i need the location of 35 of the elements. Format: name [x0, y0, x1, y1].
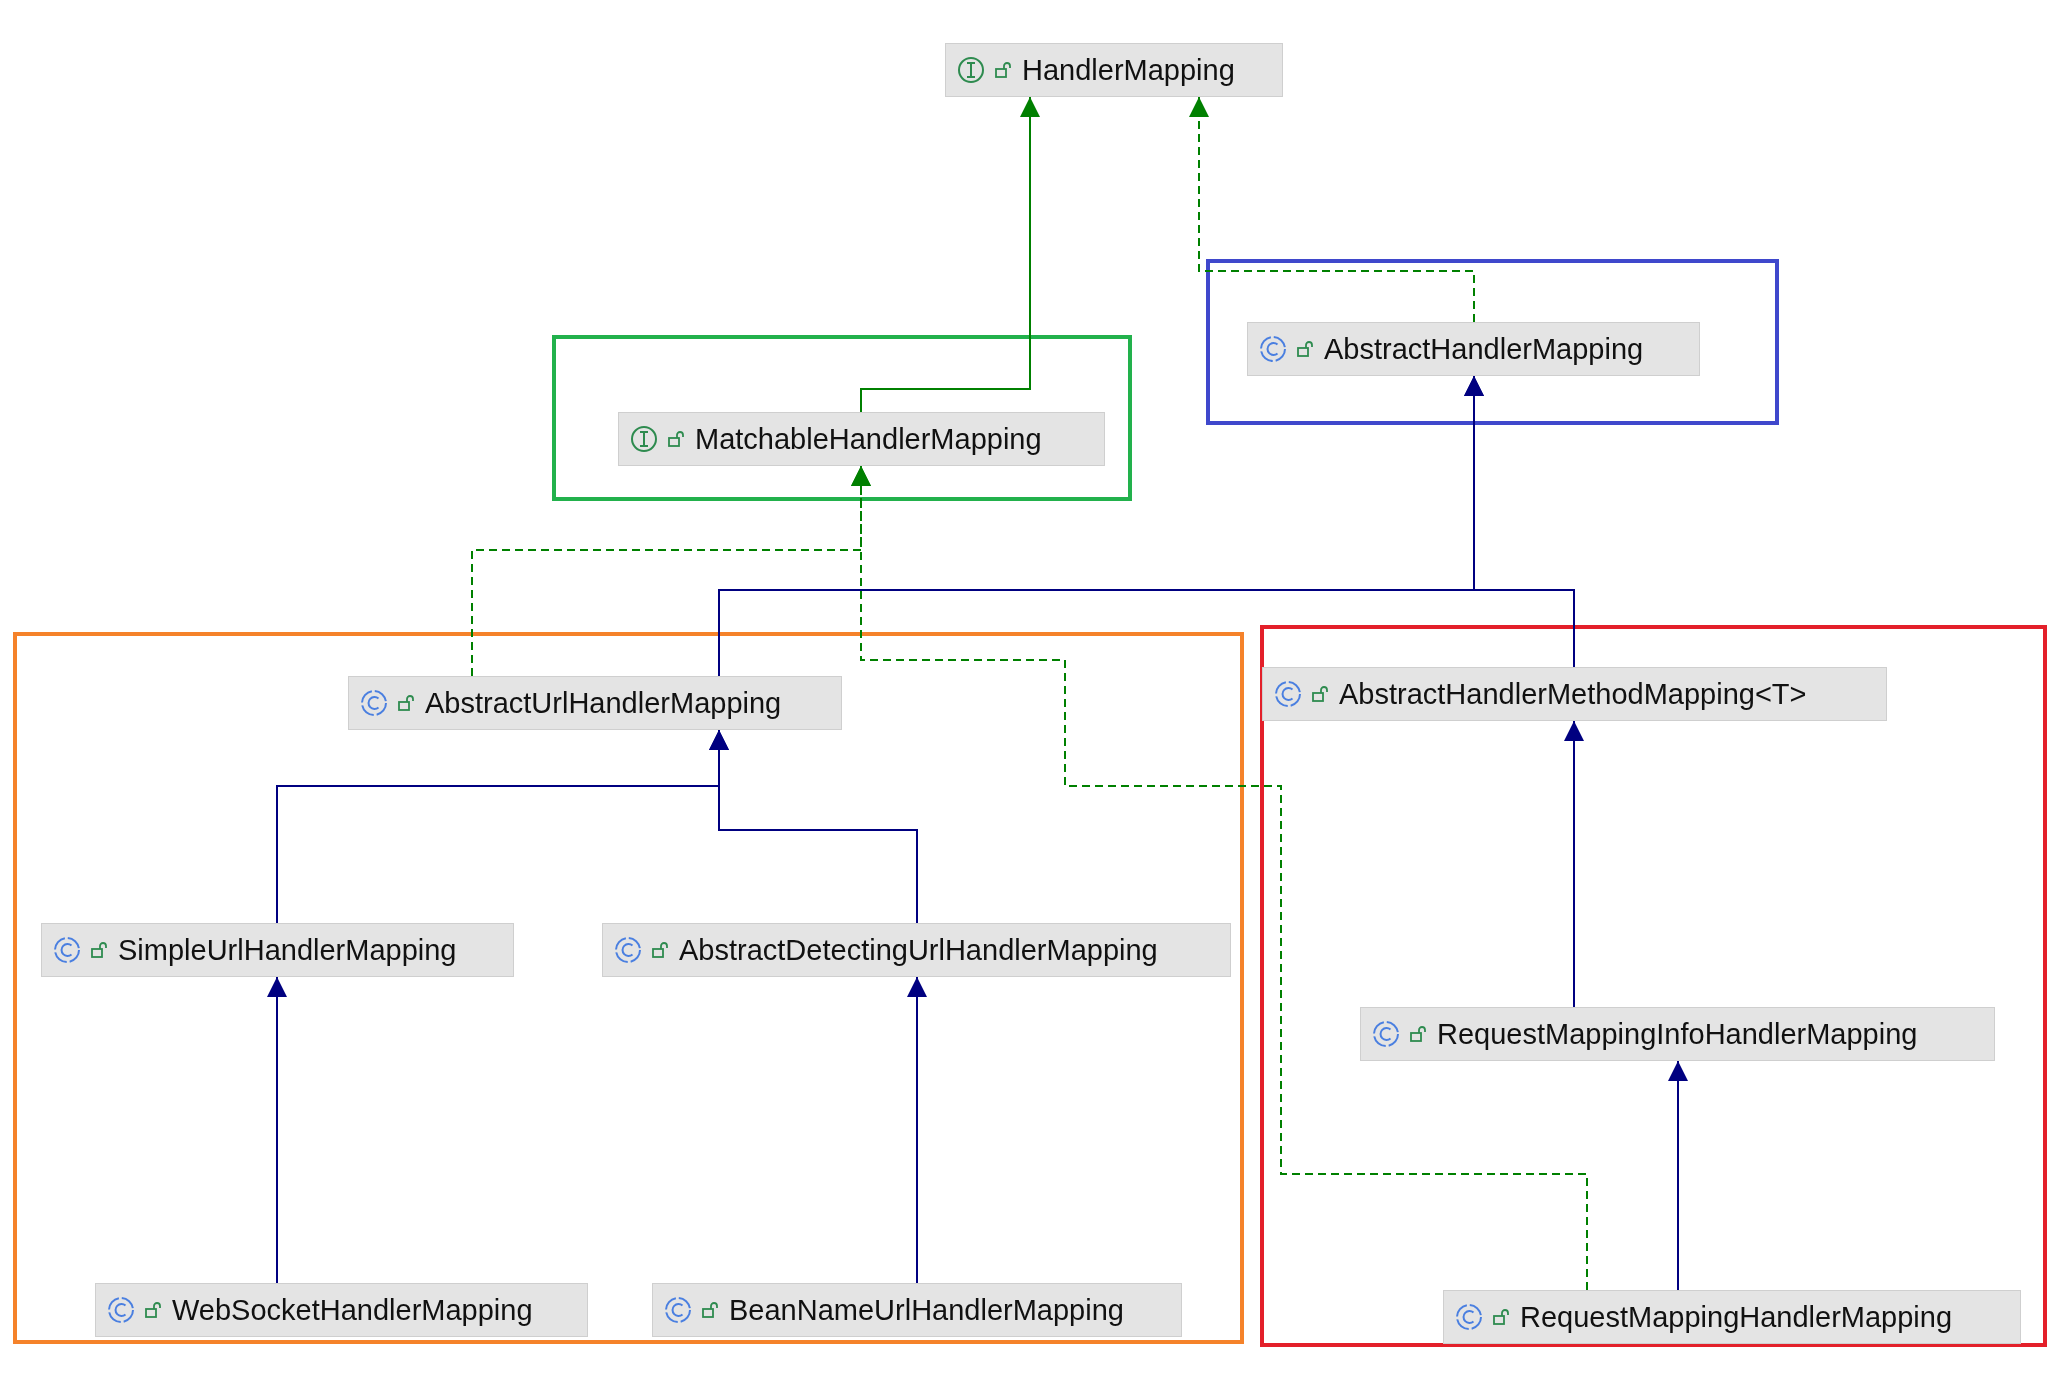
- class-name: AbstractUrlHandlerMapping: [425, 686, 782, 720]
- arrow: [907, 976, 927, 1284]
- group-frame: [1206, 259, 1779, 425]
- group-frame: [552, 335, 1132, 501]
- interface-box: [618, 412, 1105, 466]
- class-box: [348, 676, 842, 730]
- class-name: AbstractDetectingUrlHandlerMapping: [679, 933, 1158, 967]
- class-box: [602, 923, 1231, 977]
- class-box: [1443, 1290, 2021, 1344]
- group-frame: [1260, 625, 2047, 1347]
- class-box: [1360, 1007, 1995, 1061]
- class-box: [652, 1283, 1182, 1337]
- arrow: [1668, 1060, 1688, 1291]
- class-name: AbstractHandlerMapping: [1324, 332, 1644, 366]
- class-name: RequestMappingInfoHandlerMapping: [1437, 1017, 1918, 1051]
- arrow: [267, 976, 287, 1284]
- class-name: WebSocketHandlerMapping: [172, 1293, 533, 1327]
- class-name: RequestMappingHandlerMapping: [1520, 1300, 1953, 1334]
- class-box: [95, 1283, 588, 1337]
- class-box: [1247, 322, 1700, 376]
- class-box: [41, 923, 514, 977]
- arrow: [860, 96, 1040, 413]
- class-name: BeanNameUrlHandlerMapping: [729, 1293, 1124, 1327]
- class-box: [1262, 667, 1887, 721]
- arrow: [1464, 375, 1575, 668]
- class-name: HandlerMapping: [1022, 53, 1235, 87]
- class-name: SimpleUrlHandlerMapping: [118, 933, 457, 967]
- arrow: [709, 729, 918, 924]
- interface-box: [945, 43, 1283, 97]
- class-name: AbstractHandlerMethodMapping<T>: [1339, 677, 1807, 711]
- dashed-arrow: [851, 465, 1588, 1291]
- dashed-arrow: [1189, 96, 1475, 323]
- arrow: [1564, 720, 1584, 1008]
- class-name: MatchableHandlerMapping: [695, 422, 1042, 456]
- group-frame: [13, 632, 1244, 1344]
